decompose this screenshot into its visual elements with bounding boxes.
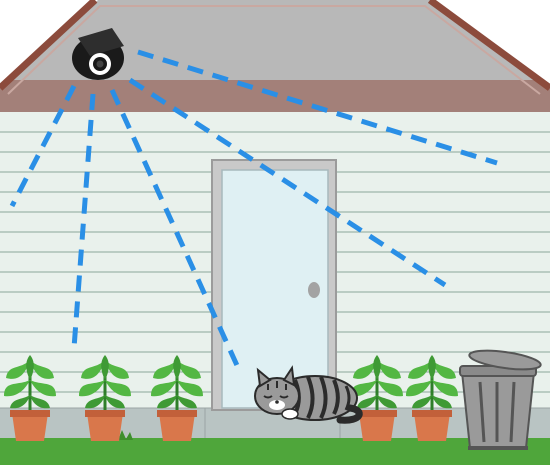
camera-beam — [71, 93, 96, 349]
sleeping-cat-icon — [254, 365, 363, 424]
potted-plant-icon — [79, 355, 131, 441]
potted-plant-icon — [351, 355, 403, 441]
camera-beam — [128, 77, 447, 288]
door-icon — [211, 159, 337, 411]
trash-can-icon — [459, 349, 542, 450]
grass — [0, 438, 550, 465]
roof-edge-left — [0, 0, 98, 91]
doorknob — [308, 282, 320, 298]
camera-beam — [137, 49, 498, 166]
potted-plant-icon — [406, 355, 458, 441]
camera-beam — [9, 84, 77, 208]
camera-field-of-view — [9, 49, 498, 374]
potted-plant-icon — [4, 355, 56, 441]
security-camera-icon — [72, 28, 124, 80]
roof-edge-right — [427, 0, 550, 91]
roof — [0, 0, 550, 112]
potted-plant-icon — [151, 355, 203, 441]
